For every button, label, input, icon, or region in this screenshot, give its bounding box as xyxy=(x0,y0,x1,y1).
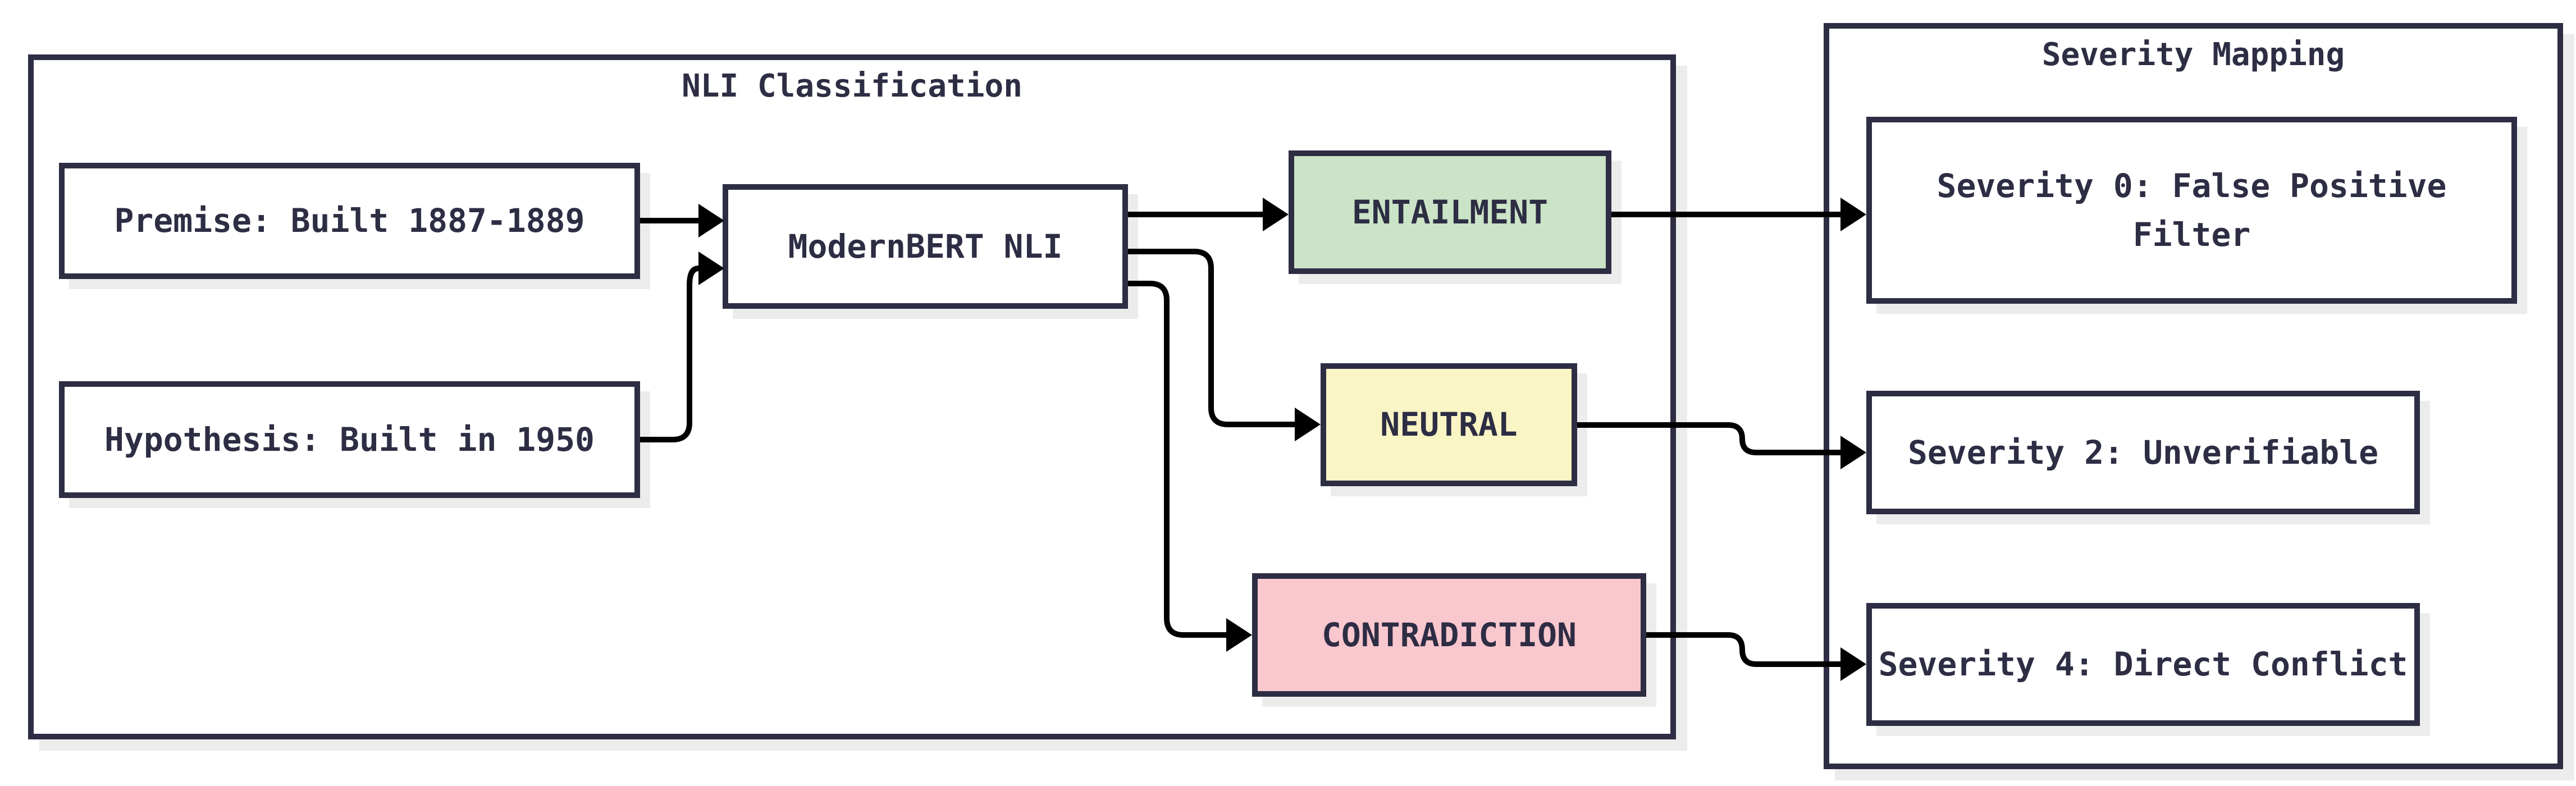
severity-0-label: Severity 0: False Positive Filter xyxy=(1936,166,2447,254)
node-contradiction: CONTRADICTION xyxy=(1252,573,1646,697)
entailment-label: ENTAILMENT xyxy=(1351,193,1549,231)
node-severity-0-false-positive-filter: Severity 0: False Positive Filter xyxy=(1866,117,2517,304)
severity-panel-title: Severity Mapping xyxy=(2041,36,2345,73)
node-entailment: ENTAILMENT xyxy=(1289,150,1611,274)
node-premise: Premise: Built 1887-1889 xyxy=(59,163,640,279)
node-severity-4-direct-conflict: Severity 4: Direct Conflict xyxy=(1866,603,2420,726)
node-neutral: NEUTRAL xyxy=(1321,363,1577,486)
neutral-label: NEUTRAL xyxy=(1380,405,1518,444)
node-hypothesis: Hypothesis: Built in 1950 xyxy=(59,381,640,498)
severity-2-label: Severity 2: Unverifiable xyxy=(1907,433,2379,472)
premise-label: Premise: Built 1887-1889 xyxy=(114,202,585,240)
hypothesis-label: Hypothesis: Built in 1950 xyxy=(104,420,595,459)
node-modernbert-nli: ModernBERT NLI xyxy=(723,184,1128,309)
nli-panel-title: NLI Classification xyxy=(682,68,1022,104)
modernbert-nli-label: ModernBERT NLI xyxy=(788,227,1063,266)
node-severity-2-unverifiable: Severity 2: Unverifiable xyxy=(1866,391,2420,514)
contradiction-label: CONTRADICTION xyxy=(1322,615,1577,654)
severity-4-label: Severity 4: Direct Conflict xyxy=(1878,645,2408,683)
